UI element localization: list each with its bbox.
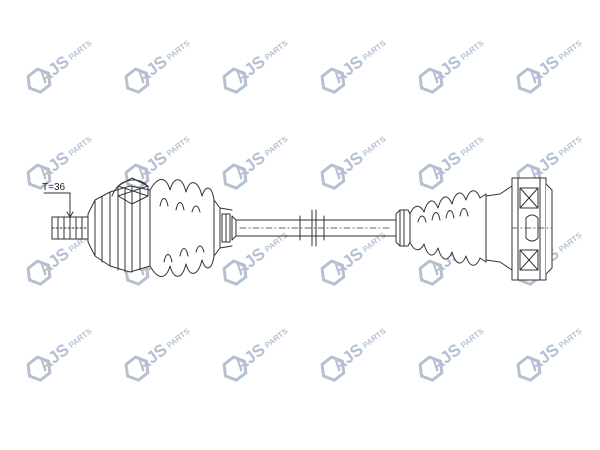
svg-text:AJS: AJS [35, 148, 73, 183]
svg-text:PARTS: PARTS [557, 38, 584, 62]
svg-text:PARTS: PARTS [67, 134, 94, 158]
left-cv-joint [87, 177, 151, 273]
main-shaft [235, 209, 397, 247]
svg-text:PARTS: PARTS [361, 326, 388, 350]
svg-text:AJS: AJS [231, 340, 269, 375]
svg-text:AJS: AJS [35, 52, 73, 87]
svg-text:PARTS: PARTS [165, 38, 192, 62]
svg-text:AJS: AJS [427, 52, 465, 87]
svg-text:PARTS: PARTS [165, 134, 192, 158]
tooth-count-leader [43, 192, 74, 218]
svg-text:AJS: AJS [329, 148, 367, 183]
svg-text:PARTS: PARTS [165, 326, 192, 350]
svg-text:PARTS: PARTS [361, 38, 388, 62]
svg-text:AJS: AJS [231, 148, 269, 183]
shaft-drawing [43, 177, 553, 281]
svg-text:PARTS: PARTS [557, 326, 584, 350]
svg-text:AJS: AJS [427, 148, 465, 183]
right-cv-joint [485, 177, 553, 281]
svg-text:AJS: AJS [133, 52, 171, 87]
svg-text:AJS: AJS [133, 148, 171, 183]
svg-text:PARTS: PARTS [459, 38, 486, 62]
svg-text:AJS: AJS [133, 340, 171, 375]
left-splined-stub [51, 216, 89, 240]
svg-text:PARTS: PARTS [361, 134, 388, 158]
svg-text:AJS: AJS [427, 340, 465, 375]
svg-text:AJS: AJS [329, 340, 367, 375]
svg-text:AJS: AJS [525, 52, 563, 87]
svg-text:AJS: AJS [231, 52, 269, 87]
svg-text:AJS: AJS [525, 340, 563, 375]
svg-text:PARTS: PARTS [263, 134, 290, 158]
svg-text:PARTS: PARTS [67, 38, 94, 62]
svg-text:PARTS: PARTS [459, 134, 486, 158]
svg-text:PARTS: PARTS [459, 326, 486, 350]
svg-text:AJS: AJS [329, 52, 367, 87]
svg-text:PARTS: PARTS [263, 38, 290, 62]
svg-text:PARTS: PARTS [361, 230, 388, 254]
svg-text:PARTS: PARTS [263, 230, 290, 254]
svg-text:AJS: AJS [35, 244, 73, 279]
left-cv-boot [149, 179, 237, 277]
svg-text:AJS: AJS [329, 244, 367, 279]
svg-text:PARTS: PARTS [263, 326, 290, 350]
right-cv-boot [395, 190, 487, 266]
svg-text:PARTS: PARTS [557, 230, 584, 254]
tooth-count-label: T=36 [42, 182, 66, 193]
svg-text:AJS: AJS [231, 244, 269, 279]
svg-text:PARTS: PARTS [67, 326, 94, 350]
svg-text:AJS: AJS [35, 340, 73, 375]
svg-text:PARTS: PARTS [557, 134, 584, 158]
